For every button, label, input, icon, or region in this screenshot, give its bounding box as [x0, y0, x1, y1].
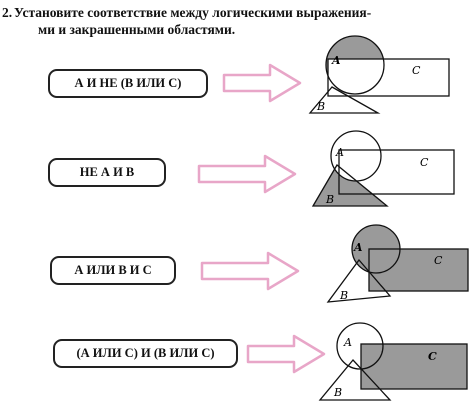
label-a-3: A [353, 241, 363, 254]
label-a-2: A [335, 146, 344, 159]
expression-box-4: (А ИЛИ С) И (В ИЛИ С) [53, 339, 238, 368]
task-number: 2. [2, 5, 13, 20]
task-text-line-2: ми и закрашенными областями. [38, 22, 236, 37]
expression-box-1: А И НЕ (В ИЛИ С) [48, 69, 208, 98]
label-c-1: C [412, 64, 421, 77]
expression-text-1: А И НЕ (В ИЛИ С) [74, 76, 182, 90]
label-b-2: B [325, 193, 334, 206]
expression-box-3: А ИЛИ В И С [50, 256, 176, 285]
venn-diagram-4: A B C [318, 322, 468, 401]
venn-diagram-3: A B C [326, 224, 469, 303]
expression-text-4: (А ИЛИ С) И (В ИЛИ С) [76, 346, 215, 360]
label-a-4: A [343, 336, 352, 349]
label-c-4: C [428, 350, 437, 363]
expression-text-2: НЕ А И В [79, 165, 135, 179]
arrow-right-icon-4 [246, 334, 326, 374]
label-c-2: C [420, 156, 429, 169]
label-b-3: B [339, 289, 348, 302]
expression-text-3: А ИЛИ В И С [74, 263, 152, 277]
arrow-right-icon-3 [200, 251, 300, 291]
label-c-3: C [434, 254, 443, 267]
venn-diagram-1: A B C [308, 35, 450, 114]
task-text-line-1: Установите соответствие между логическим… [14, 5, 372, 20]
arrow-right-icon-2 [197, 154, 297, 194]
expression-box-2: НЕ А И В [48, 158, 166, 187]
label-b-1: B [316, 100, 325, 113]
label-b-4: B [333, 386, 342, 399]
label-a-1: A [331, 54, 341, 67]
arrow-right-icon-1 [222, 63, 302, 103]
venn-diagram-2: A B C [311, 130, 455, 207]
